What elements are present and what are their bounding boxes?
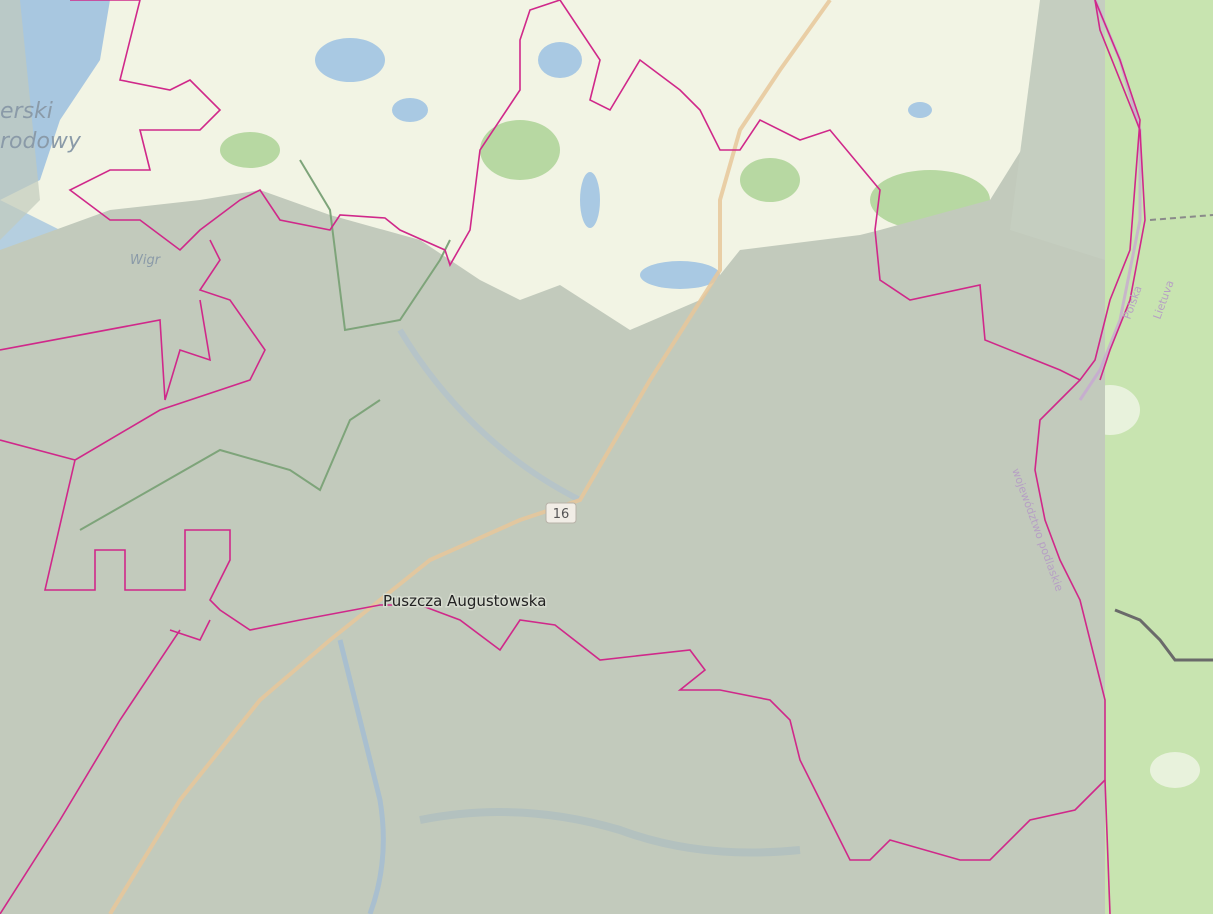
wood-patch xyxy=(740,158,800,202)
stream xyxy=(419,808,801,857)
forest-area-west xyxy=(0,0,40,240)
lake xyxy=(315,38,385,82)
lake xyxy=(908,102,932,118)
road-shield: 16 xyxy=(545,502,577,524)
park-boundary xyxy=(79,399,381,531)
admin-boundaries xyxy=(0,0,1146,914)
river xyxy=(337,639,386,914)
road-16 xyxy=(108,0,832,914)
wood-patch xyxy=(220,132,280,168)
river xyxy=(397,328,582,503)
park-name-label-2: rodowy xyxy=(0,129,82,154)
lake-name-label: Wigr xyxy=(130,253,162,268)
park-name-label: erski xyxy=(0,99,53,124)
lake xyxy=(538,42,582,78)
wood-patch xyxy=(480,120,560,180)
forest-name-label: Puszcza Augustowska xyxy=(383,592,546,610)
road-number: 16 xyxy=(553,507,570,522)
park-boundary xyxy=(299,159,451,332)
wetland xyxy=(1150,752,1200,788)
national-border xyxy=(1149,214,1213,221)
lake xyxy=(580,172,600,228)
national-border xyxy=(1114,608,1213,662)
lake xyxy=(640,261,720,289)
lake xyxy=(392,98,428,122)
forest-area-ne xyxy=(1010,0,1105,260)
